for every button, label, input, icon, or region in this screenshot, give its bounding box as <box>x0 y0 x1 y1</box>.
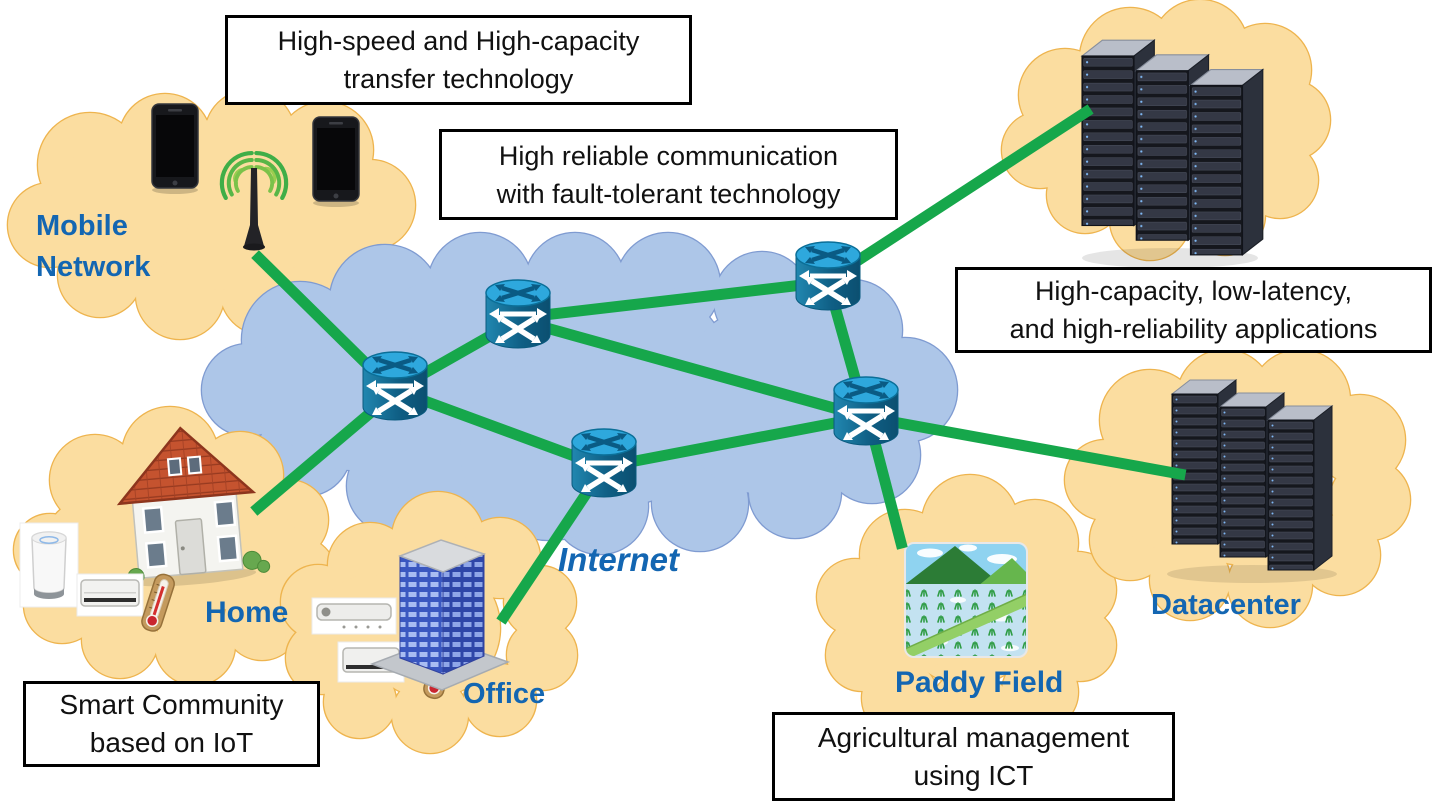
router-icon <box>486 280 550 348</box>
office-building-icon <box>369 539 511 691</box>
smartphone-icon <box>151 103 199 195</box>
smartphone-icon <box>312 116 360 208</box>
air-conditioner-icon <box>76 573 144 617</box>
projector-icon <box>311 597 397 635</box>
callout-line: and high-reliability applications <box>1009 314 1378 344</box>
home-label: Home <box>205 596 289 629</box>
link-router4-router5 <box>597 410 873 474</box>
server-rack-icon <box>1189 68 1264 256</box>
server-racks-top <box>1081 39 1264 268</box>
callout-fault-tolerant: High reliable communication with fault-t… <box>439 129 898 220</box>
callout-line: with fault-tolerant technology <box>496 178 841 209</box>
callout-agriculture: Agricultural management using ICT <box>772 712 1175 801</box>
server-racks-datacenter <box>1167 379 1337 583</box>
link-router2-router5 <box>511 313 873 424</box>
router-icon <box>572 429 636 497</box>
callout-applications: High-capacity, low-latency, and high-rel… <box>955 267 1432 353</box>
paddy-field-label: Paddy Field <box>895 666 1064 699</box>
paddy-field-icon <box>904 542 1028 658</box>
link-router3-servers <box>820 104 1094 288</box>
callout-line: High-speed and High-capacity <box>277 26 640 56</box>
mobile-network-label: Mobile Network <box>36 206 150 288</box>
mobile-network-label-line1: Mobile <box>36 210 128 242</box>
wireless-waves-icon <box>219 150 289 201</box>
link-router1-router4 <box>387 382 612 475</box>
link-router5-datacenter <box>859 410 1187 481</box>
smart-speaker-icon <box>19 522 79 608</box>
callout-line: Agricultural management <box>817 721 1130 753</box>
callout-line: High reliable communication <box>498 140 839 171</box>
callout-line: transfer technology <box>343 64 574 94</box>
antenna-icon <box>219 150 289 251</box>
callout-line: High-capacity, low-latency, <box>1034 276 1353 306</box>
callout-line: based on IoT <box>89 727 254 758</box>
mobile-network-label-line2: Network <box>36 251 151 283</box>
server-rack-icon <box>1267 405 1333 571</box>
router-icon <box>834 377 898 445</box>
callout-smart-community: Smart Community based on IoT <box>23 681 320 767</box>
callout-line: Smart Community <box>59 689 284 720</box>
datacenter-label: Datacenter <box>1151 589 1301 621</box>
mobile-devices <box>151 103 360 251</box>
office-label: Office <box>463 678 546 710</box>
router-icon <box>796 242 860 310</box>
callout-transfer-technology: High-speed and High-capacity transfer te… <box>225 15 692 105</box>
callout-line: using ICT <box>913 759 1034 791</box>
internet-label: Internet <box>558 541 680 578</box>
router-icon <box>363 352 427 420</box>
link-router2-router3 <box>511 275 835 325</box>
